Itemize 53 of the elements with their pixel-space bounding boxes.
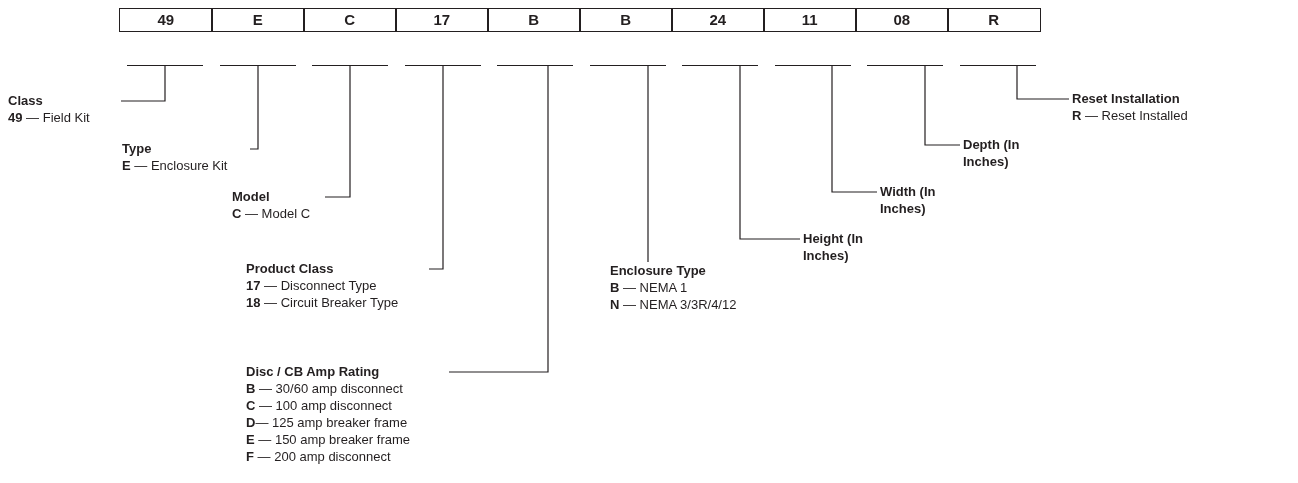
field-heading: Width (In Inches) — [880, 183, 937, 217]
code-cell: 17 — [395, 8, 489, 32]
leader-line — [249, 65, 259, 150]
code-cell: B — [487, 8, 581, 32]
field-heading: Disc / CB Amp Rating — [246, 363, 381, 380]
code-cell: 08 — [855, 8, 949, 32]
leader-line — [924, 65, 961, 146]
option-text: 18 — Circuit Breaker Type — [246, 294, 400, 311]
fill-in-line — [312, 65, 388, 67]
leader-line — [739, 65, 801, 240]
fill-in-line — [127, 65, 203, 67]
option-text: C — Model C — [232, 205, 312, 222]
option-text: D— 125 amp breaker frame — [246, 414, 409, 431]
code-cell: E — [211, 8, 305, 32]
leader-line — [428, 65, 444, 270]
fill-in-line — [959, 65, 1036, 67]
fill-in-line — [774, 65, 851, 67]
leader-line — [1016, 65, 1070, 100]
option-text: E — Enclosure Kit — [122, 157, 229, 174]
code-cell: 11 — [763, 8, 857, 32]
option-text: 17 — Disconnect Type — [246, 277, 378, 294]
option-text: N — NEMA 3/3R/4/12 — [610, 296, 738, 313]
field-heading: Depth (In Inches) — [963, 136, 1021, 170]
leader-line — [120, 65, 166, 102]
field-heading: Product Class — [246, 260, 335, 277]
code-cell: 49 — [119, 8, 213, 32]
code-cell: C — [303, 8, 397, 32]
code-cell: 24 — [671, 8, 765, 32]
field-heading: Class — [8, 92, 44, 109]
option-text: C — 100 amp disconnect — [246, 397, 393, 414]
option-text: B — NEMA 1 — [610, 279, 689, 296]
field-heading: Type — [122, 140, 153, 157]
option-text: R — Reset Installed — [1072, 107, 1189, 124]
fill-in-line — [219, 65, 296, 67]
option-text: E — 150 amp breaker frame — [246, 431, 412, 448]
fill-in-line — [404, 65, 481, 67]
option-text: B — 30/60 amp disconnect — [246, 380, 404, 397]
option-text: 49 — Field Kit — [8, 109, 91, 126]
code-cell: B — [579, 8, 673, 32]
leader-line — [448, 65, 549, 373]
fill-in-line — [867, 65, 943, 67]
fill-in-line — [682, 65, 758, 67]
field-heading: Enclosure Type — [610, 262, 707, 279]
field-heading: Model — [232, 188, 271, 205]
leader-line — [831, 65, 878, 193]
field-heading: Height (In Inches) — [803, 230, 864, 264]
code-cell: R — [947, 8, 1041, 32]
option-text: F — 200 amp disconnect — [246, 448, 392, 465]
fill-in-line — [589, 65, 666, 67]
field-heading: Reset Installation — [1072, 90, 1181, 107]
fill-in-line — [497, 65, 573, 67]
leader-line — [324, 65, 351, 198]
leader-line — [647, 65, 649, 263]
